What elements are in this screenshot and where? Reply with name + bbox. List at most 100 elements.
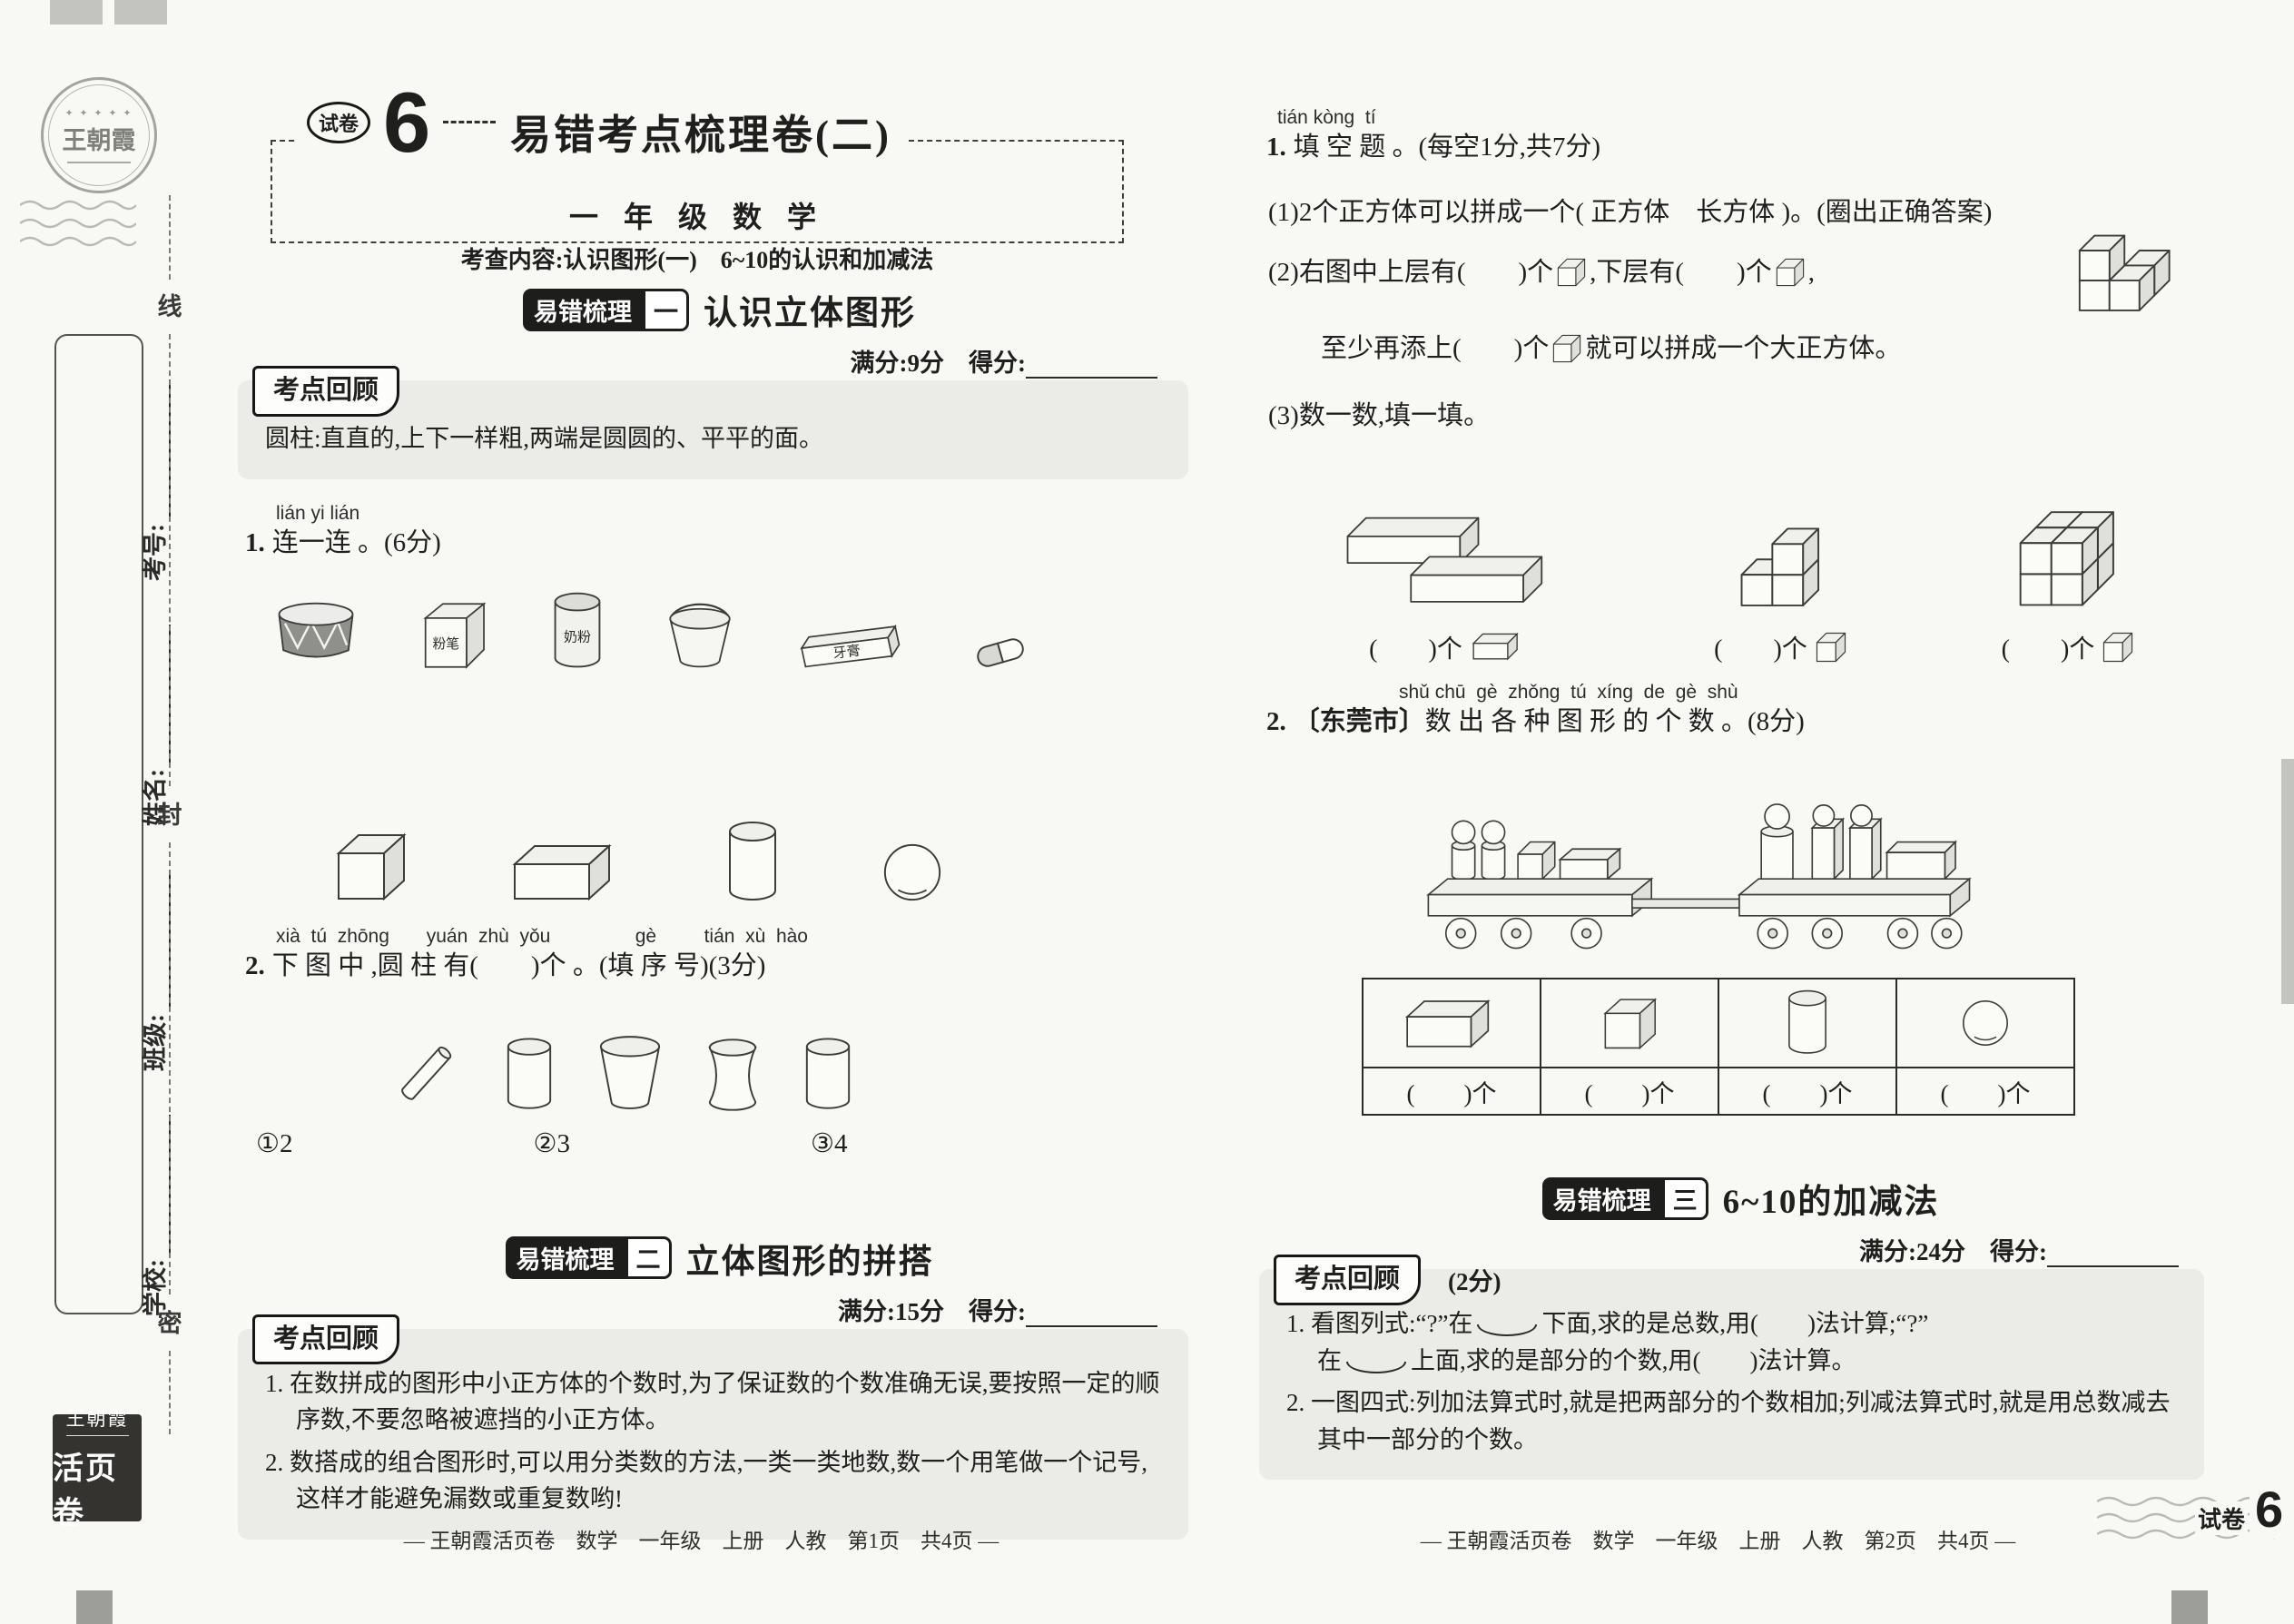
table-shape-row [1362,978,2075,1069]
option-2: ②3 [533,1128,571,1158]
staircase-structure-image [1740,527,1819,606]
question-number: 1. [245,527,265,557]
section-3-heading: 易错梳理 三 6~10的加减法 [1266,1174,2215,1223]
score-blank [1026,359,1157,379]
tumbler-image [599,1035,661,1109]
section-badge: 易错梳理 一 [523,288,689,331]
scan-mark [2171,1590,2208,1624]
section-title: 认识立体图形 [704,295,916,332]
question-body: 连一连 。(6分) [271,527,441,557]
page-tag-label: 试卷 [2195,1501,2249,1535]
sub-question-text: 至少再添上( )个 [1321,334,1550,364]
small-cube-icon [1553,334,1581,363]
seal-line-dash [169,195,171,280]
count-blank: ( )个 [2001,635,2095,664]
question-2: shǔ chū gè zhǒng tú xíng de gè shù 2.〔东莞… [1266,682,2215,1117]
section-badge-label: 易错梳理 [523,288,643,331]
cylinder-candidates-row [390,993,853,1113]
field-class: 班级: [140,835,171,1071]
brand-logo: 王朝霞 活页卷 [53,1408,142,1530]
cylinder-image [728,821,776,901]
sub-question-text: 就可以拼成一个大正方体。 [1585,334,1902,364]
review-point: 2. 数搭成的组合图形时,可以用分类数的方法,一类一类地数,数一个用笔做一个记号… [265,1448,1147,1513]
scan-mark [76,1590,113,1624]
seal-line-dash [169,842,171,1294]
spool-image [708,1038,757,1111]
sub-question-line: 至少再添上( )个 就可以拼成一个大正方体。 [1321,327,2215,365]
underbrace-symbol [1346,1361,1406,1373]
section-title: 6~10的加减法 [1722,1184,1940,1222]
review-text: 上面,求的是部分的个数,用( )法计算。 [1411,1346,1856,1374]
count-blank-row: ( )个 [1369,629,1522,665]
question-text: 2.〔东莞市〕数 出 各 种 图 形 的 个 数 。(8分) [1266,704,2215,740]
question-text: 2.下 图 中 ,圆 柱 有( )个 。(填 序 号)(3分) [245,948,1194,984]
pinyin-hint: lián yi lián [276,502,360,524]
page-2: tián kòng tí 1.填 空 题 。(每空1分,共7分) (1)2个正方… [1221,0,2215,1624]
review-tab: 考点回顾 [1274,1255,1422,1305]
cuboid-image [1404,999,1491,1048]
chalk-box-label: 粉笔 [433,635,460,651]
page-tag: 试卷 6 [2097,1478,2294,1550]
sphere-image [1963,1000,2008,1047]
count-blank: ( )个 [1362,1067,1541,1117]
publisher-stamp: ✦ ✦ ✦ ✦ ✦ 王朝霞 [41,77,157,193]
cube-image [336,832,407,901]
section-badge-label: 易错梳理 [1541,1176,1662,1220]
page-footer: — 王朝霞活页卷 数学 一年级 上册 人教 第1页 共4页 — [403,1530,999,1552]
field-student-name: 姓名: [140,590,171,826]
score-label: 得分: [1990,1238,2047,1266]
field-school: 学校: [140,1080,171,1316]
milk-can-label: 奶粉 [564,629,591,645]
review-box: 考点回顾 圆柱:直直的,上下一样粗,两端是圆圆的、平平的面。 [238,366,1188,479]
section-badge-index: 一 [643,288,689,331]
full-score-label: 满分:15分 [838,1297,969,1325]
section-title: 立体图形的拼搭 [685,1243,934,1281]
sub-question-text: ,下层有( )个 [1590,258,1772,288]
question-number: 2. [1266,707,1286,737]
wavy-lines-decoration [20,200,136,247]
score-line: 满分:24分 得分: [1266,1232,2215,1268]
structure-group: ( )个 [1316,513,1575,665]
review-point: 圆柱:直直的,上下一样粗,两端是圆圆的、平平的面。 [265,425,824,452]
toothpaste-box-image: 牙膏 [799,624,900,667]
question-body: 数 出 各 种 图 形 的 个 数 。(8分) [1424,707,1805,737]
sub-question-text: (2)右图中上层有( )个 [1268,258,1554,288]
block-train-image-wrap [1412,747,2215,965]
review-tab: 考点回顾 [252,366,400,417]
review-score-note: (2分) [1448,1268,1501,1296]
score-line: 满分:15分 得分: [245,1292,1194,1327]
small-cube-icon [2103,632,2133,663]
question-1: lián yi lián 1.连一连 。(6分) 粉笔 奶粉 [245,503,1194,904]
review-text: 1. 看图列式:“?”在 [1286,1310,1473,1338]
question-text: 1.连一连 。(6分) [245,525,1194,561]
sub-question-text: , [1807,258,1815,288]
small-cube-icon [1776,258,1804,287]
shape-count-table: ( )个 ( )个 ( )个 ( )个 [1362,978,2075,1117]
question-body: 下 图 中 ,圆 柱 有( )个 。(填 序 号)(3分) [271,950,766,980]
match-shapes-row [331,802,944,904]
publisher-name: 王朝霞 [62,127,136,154]
table-cell-cube [1540,978,1719,1069]
count-structures-row: ( )个 ( )个 [1316,443,2150,665]
count-blank: ( )个 [1714,635,1807,664]
small-cube-icon [1816,632,1846,663]
answer-options: ①2 ②3 ③4 [256,1127,1194,1159]
review-point: 1. 在数拼成的图形中小正方体的个数时,为了保证数的个数准确无误,要按照一定的顺… [265,1369,1160,1434]
section-badge-label: 易错梳理 [505,1236,625,1280]
cuboid-image [512,843,612,901]
underbrace-symbol [1477,1324,1538,1337]
cylinder-image [507,1037,552,1109]
table-cell-sphere [1895,978,2075,1069]
publisher-stamp-inner: ✦ ✦ ✦ ✦ ✦ 王朝霞 [48,84,150,186]
count-blank-row: ( )个 [1714,629,1847,665]
chalk-box-image: 粉笔 [423,601,487,669]
option-3: ③4 [811,1128,848,1158]
review-box: 考点回顾 (2分) 1. 看图列式:“?”在下面,求的是总数,用( )法计算;“… [1259,1255,2204,1481]
exam-scope: 考查内容:认识图形(一) 6~10的认识和加减法 [460,247,934,273]
section-badge: 易错梳理 二 [505,1236,672,1280]
section-badge: 易错梳理 三 [1541,1176,1708,1220]
sub-question-line: (2)右图中上层有( )个 ,下层有( )个, [1268,251,2215,289]
seal-char: 封 [157,802,182,829]
scan-mark [114,0,167,25]
